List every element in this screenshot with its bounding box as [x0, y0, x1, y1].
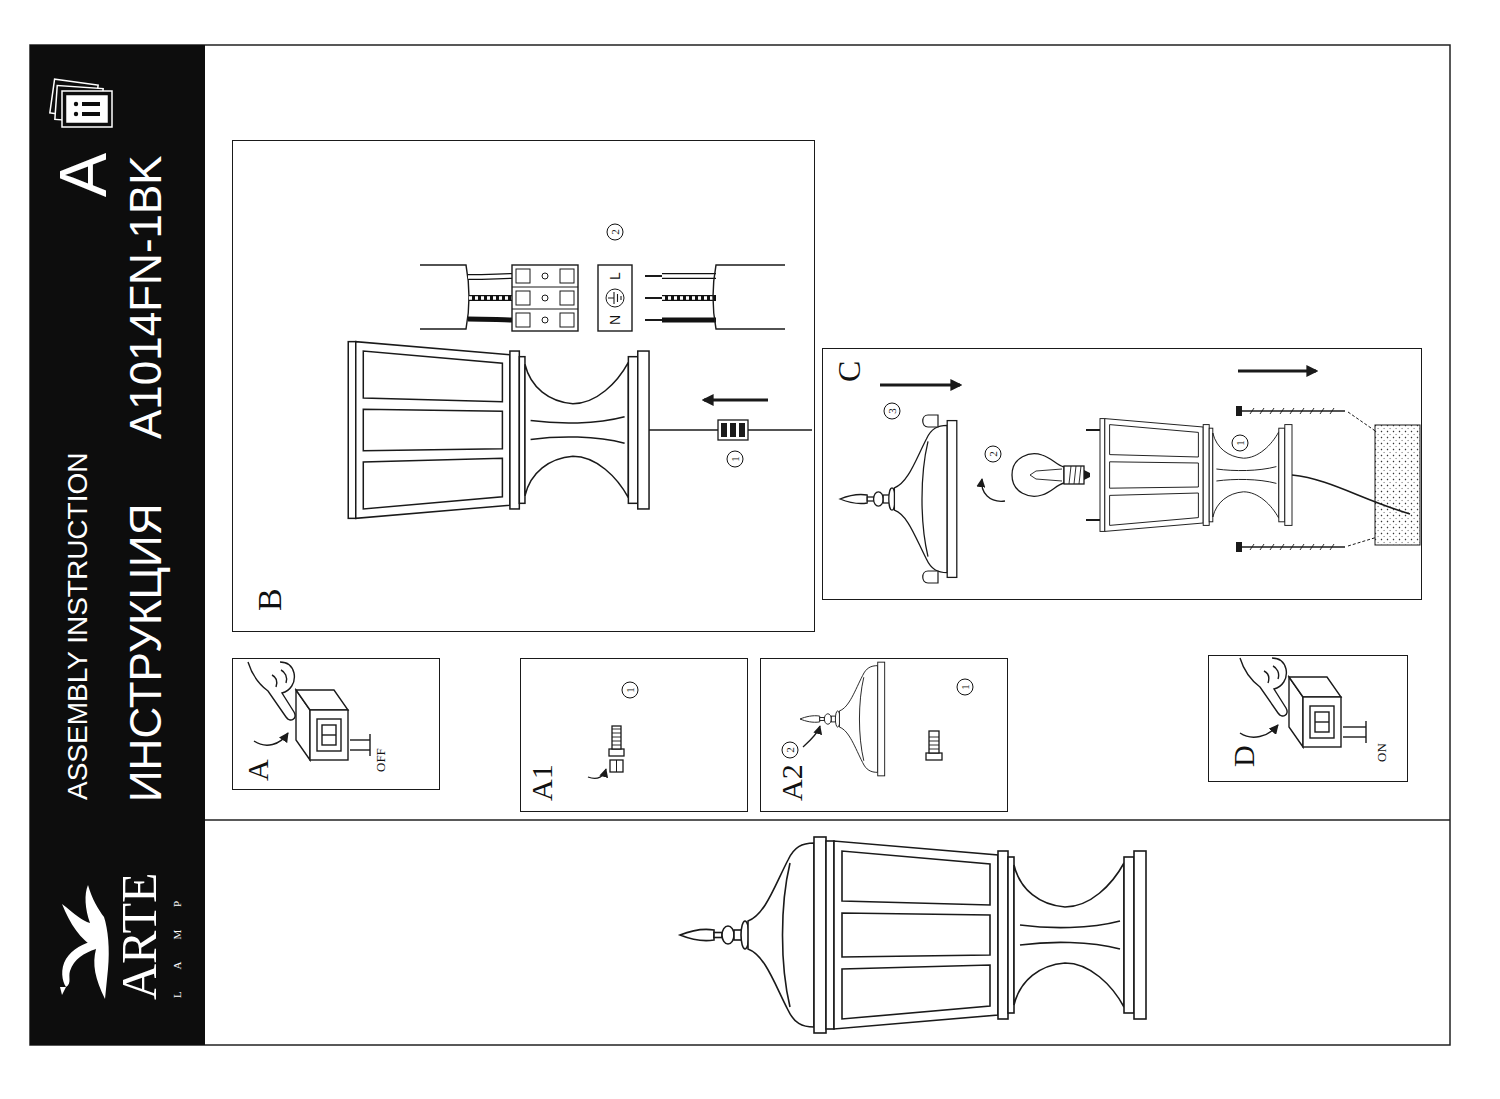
- panel-letter: A2: [777, 764, 807, 801]
- brand-subline: L A M P: [172, 891, 183, 998]
- panel-letter: A1: [527, 764, 557, 801]
- callout-number: 3: [884, 403, 901, 420]
- switch-state: ON: [1375, 743, 1388, 762]
- terminal-name: L: [608, 272, 622, 280]
- step-panel: A1: [520, 658, 748, 812]
- callout-number: 2: [985, 446, 1002, 463]
- callout-number: 1: [727, 451, 744, 468]
- panel-letter: C: [833, 361, 865, 382]
- step-panel: D: [1208, 655, 1408, 782]
- callout-number: 1: [622, 682, 639, 699]
- model-number: A1014FN-1BK: [124, 155, 168, 439]
- callout-number: 2: [782, 742, 799, 759]
- step-panel: A: [232, 658, 440, 790]
- callout-number: 1: [957, 679, 974, 696]
- step-panel: B: [232, 140, 815, 632]
- panel-letter: B: [253, 588, 287, 611]
- title: ИНСТРУКЦИЯ: [124, 503, 168, 802]
- callout-number: 2: [607, 224, 624, 241]
- step-panel: C: [822, 348, 1422, 600]
- switch-state: OFF: [374, 748, 387, 772]
- panel-letter: D: [1229, 745, 1259, 767]
- panel-letter: A: [243, 759, 273, 781]
- sheet-letter: A: [50, 153, 116, 197]
- callout-number: 1: [1232, 435, 1249, 452]
- terminal-name: N: [608, 315, 622, 325]
- brand-name: ARTE: [114, 872, 164, 1000]
- subtitle: ASSEMBLY INSTRUCTION: [64, 453, 92, 800]
